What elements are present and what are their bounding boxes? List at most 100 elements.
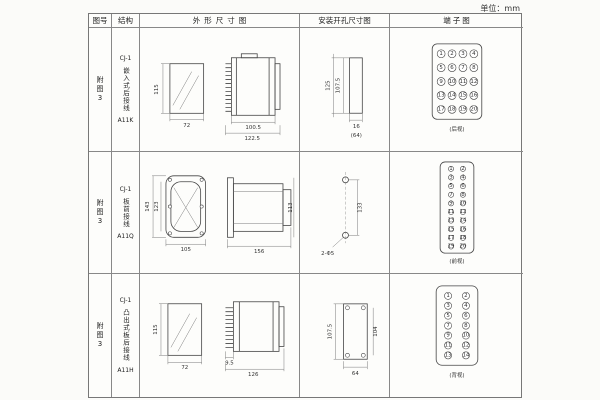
terminal-circle (448, 243, 454, 250)
dim-label: 115 (153, 324, 159, 334)
dim-label: 105 (181, 247, 191, 253)
terminal-circle (462, 311, 470, 320)
terminal-number: 9 (449, 200, 453, 206)
mount-type-label: 板前接线 (121, 197, 130, 228)
mount-type-label: 凸出式板后接线 (121, 309, 130, 362)
install-drawing-a11h: 107.5 104 64 (328, 303, 379, 377)
dim-label: 72 (183, 123, 190, 129)
header-outline: 外形尺寸图 (140, 14, 300, 28)
terminal-number: 5 (449, 183, 452, 189)
dim-label: 64 (352, 371, 359, 377)
terminal-circle (460, 235, 466, 241)
terminal-view-label: (前视) (449, 257, 464, 265)
code-label: A11Q (117, 232, 134, 240)
terminal-number: 9 (446, 333, 450, 339)
terminal-number: 18 (449, 107, 456, 113)
terminal-number: 19 (448, 244, 455, 250)
terminal-circle (458, 49, 468, 59)
dim-label: 156 (254, 249, 265, 255)
row3-install-diagram: 107.5 104 64 (300, 274, 390, 397)
terminal-number: 8 (472, 65, 476, 71)
terminal-number: 6 (464, 313, 468, 319)
header-fig-no: 图号 (89, 14, 112, 28)
terminal-circle (460, 165, 466, 172)
terminal-number: 10 (462, 333, 469, 339)
row3-structure: CJ-1 凸出式板后接线 A11H (112, 274, 140, 397)
dim-label: 2-Φ5 (321, 251, 334, 257)
figure-number: 附图3 (96, 321, 104, 350)
terminal-number: 4 (464, 303, 468, 309)
header-structure: 结构 (112, 14, 140, 28)
terminal-circle (448, 226, 454, 233)
terminal-circle (448, 209, 454, 215)
header-install: 安装开孔尺寸图 (300, 14, 390, 28)
figure-number: 附图3 (96, 198, 104, 227)
rear-pins (225, 63, 232, 112)
model-label: CJ-1 (119, 297, 132, 305)
terminal-number: 7 (461, 65, 464, 71)
terminal-circle (462, 331, 470, 340)
terminal-circle (448, 174, 454, 181)
terminal-number: 9 (439, 79, 443, 85)
header-terminal: 端子图 (390, 14, 523, 28)
terminal-number: 12 (462, 343, 469, 349)
terminal-number: 2 (450, 51, 453, 57)
terminal-number: 16 (470, 93, 477, 99)
terminal-circle (458, 77, 468, 86)
terminal-number: 3 (446, 303, 450, 309)
terminal-circle (447, 77, 457, 86)
terminal-circle (448, 200, 454, 207)
code-label: A11K (117, 117, 134, 124)
terminal-circle (448, 191, 454, 198)
terminal-number: 11 (445, 343, 452, 349)
dim-label: 122.5 (244, 136, 260, 142)
terminal-number: 7 (446, 323, 449, 329)
dim-label: 113 (288, 202, 294, 213)
terminal-number: 7 (449, 192, 452, 198)
terminal-circle (460, 183, 466, 189)
terminal-number: 5 (446, 313, 449, 319)
terminal-circle (460, 243, 466, 250)
dim-label: (64) (351, 133, 362, 139)
terminal-circle (469, 91, 479, 100)
dim-label: 107.5 (336, 78, 342, 94)
row1-outline-diagram: 115 72 100.5 122.5 (140, 28, 300, 152)
row1-structure: CJ-1 嵌入式后接线 A11K (112, 28, 140, 152)
terminal-number: 4 (472, 51, 476, 57)
terminal-circle (458, 63, 468, 72)
terminal-circle (460, 209, 466, 215)
row2-outline-diagram: 143 123 105 156 113 (140, 152, 300, 274)
terminal-circle (458, 105, 468, 114)
terminal-circle (469, 77, 479, 86)
terminal-number: 3 (449, 175, 453, 181)
terminal-number: 14 (462, 353, 469, 359)
terminal-number: 19 (459, 107, 466, 113)
model-label: CJ-1 (119, 185, 132, 193)
terminal-number: 10 (459, 200, 466, 206)
terminal-circle (448, 217, 454, 224)
terminal-number: 10 (449, 79, 456, 85)
terminal-number: 13 (438, 93, 445, 99)
terminal-circle (448, 235, 454, 241)
terminal-number: 3 (461, 51, 465, 57)
terminal-number: 15 (459, 93, 466, 99)
terminal-circle (444, 351, 452, 360)
row1-fig-no: 附图3 (89, 28, 112, 152)
dim-label: 72 (181, 365, 188, 371)
terminal-number: 2 (461, 166, 464, 172)
terminal-number: 17 (438, 107, 445, 113)
terminal-number: 20 (459, 244, 466, 250)
terminal-number: 11 (459, 79, 466, 85)
terminal-number: 12 (459, 209, 466, 215)
terminal-number: 15 (448, 226, 455, 232)
dim-label: 9.5 (225, 360, 234, 366)
terminal-circle (436, 49, 446, 59)
